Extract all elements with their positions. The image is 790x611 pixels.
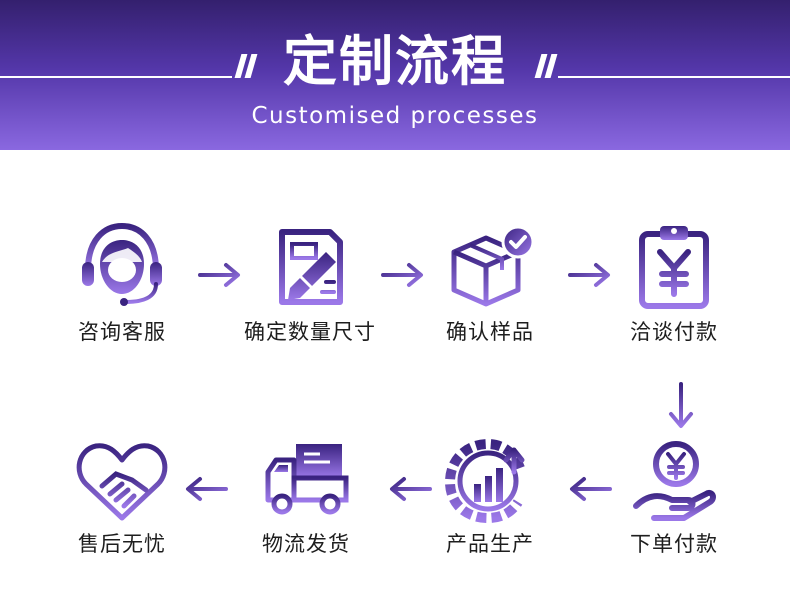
step-label: 确定数量尺寸	[244, 320, 376, 344]
page-title: 定制流程	[283, 30, 507, 93]
step-label: 确认样品	[446, 320, 534, 344]
clipboard-yen-icon	[639, 226, 709, 309]
header-banner: 定制流程 Customised processes	[0, 0, 790, 150]
step-label: 产品生产	[446, 532, 534, 556]
step-order-payment: 下单付款	[594, 438, 754, 558]
step-label: 洽谈付款	[630, 320, 718, 344]
customer-service-headset-icon	[82, 222, 162, 306]
header-rule-right	[558, 76, 790, 78]
step-consult: 咨询客服	[42, 218, 202, 346]
step-label: 咨询客服	[78, 320, 166, 344]
step-production: 产品生产	[410, 438, 570, 558]
arrow-right-icon	[381, 262, 425, 292]
arrow-right-icon	[568, 262, 612, 292]
step-confirm-quantity: 确定数量尺寸	[230, 218, 390, 346]
handshake-heart-icon	[76, 443, 168, 521]
step-negotiate-payment: 洽谈付款	[594, 218, 754, 346]
step-label: 下单付款	[630, 532, 718, 556]
arrow-left-icon	[184, 476, 228, 506]
header-rule-left	[0, 76, 232, 78]
package-check-icon	[451, 225, 535, 307]
delivery-truck-icon	[265, 444, 349, 515]
arrow-down-icon	[667, 382, 695, 434]
step-after-sales: 售后无忧	[42, 438, 202, 558]
step-label: 物流发货	[262, 532, 350, 556]
production-gear-chart-icon	[444, 438, 525, 524]
edit-document-pencil-icon	[279, 229, 343, 305]
hand-yen-coin-icon	[633, 441, 716, 521]
step-label: 售后无忧	[78, 532, 166, 556]
step-confirm-sample: 确认样品	[410, 218, 570, 346]
arrow-left-icon	[388, 476, 432, 506]
arrow-left-icon	[568, 476, 612, 506]
page-subtitle: Customised processes	[251, 103, 539, 129]
step-logistics: 物流发货	[226, 438, 386, 558]
arrow-right-icon	[198, 262, 242, 292]
